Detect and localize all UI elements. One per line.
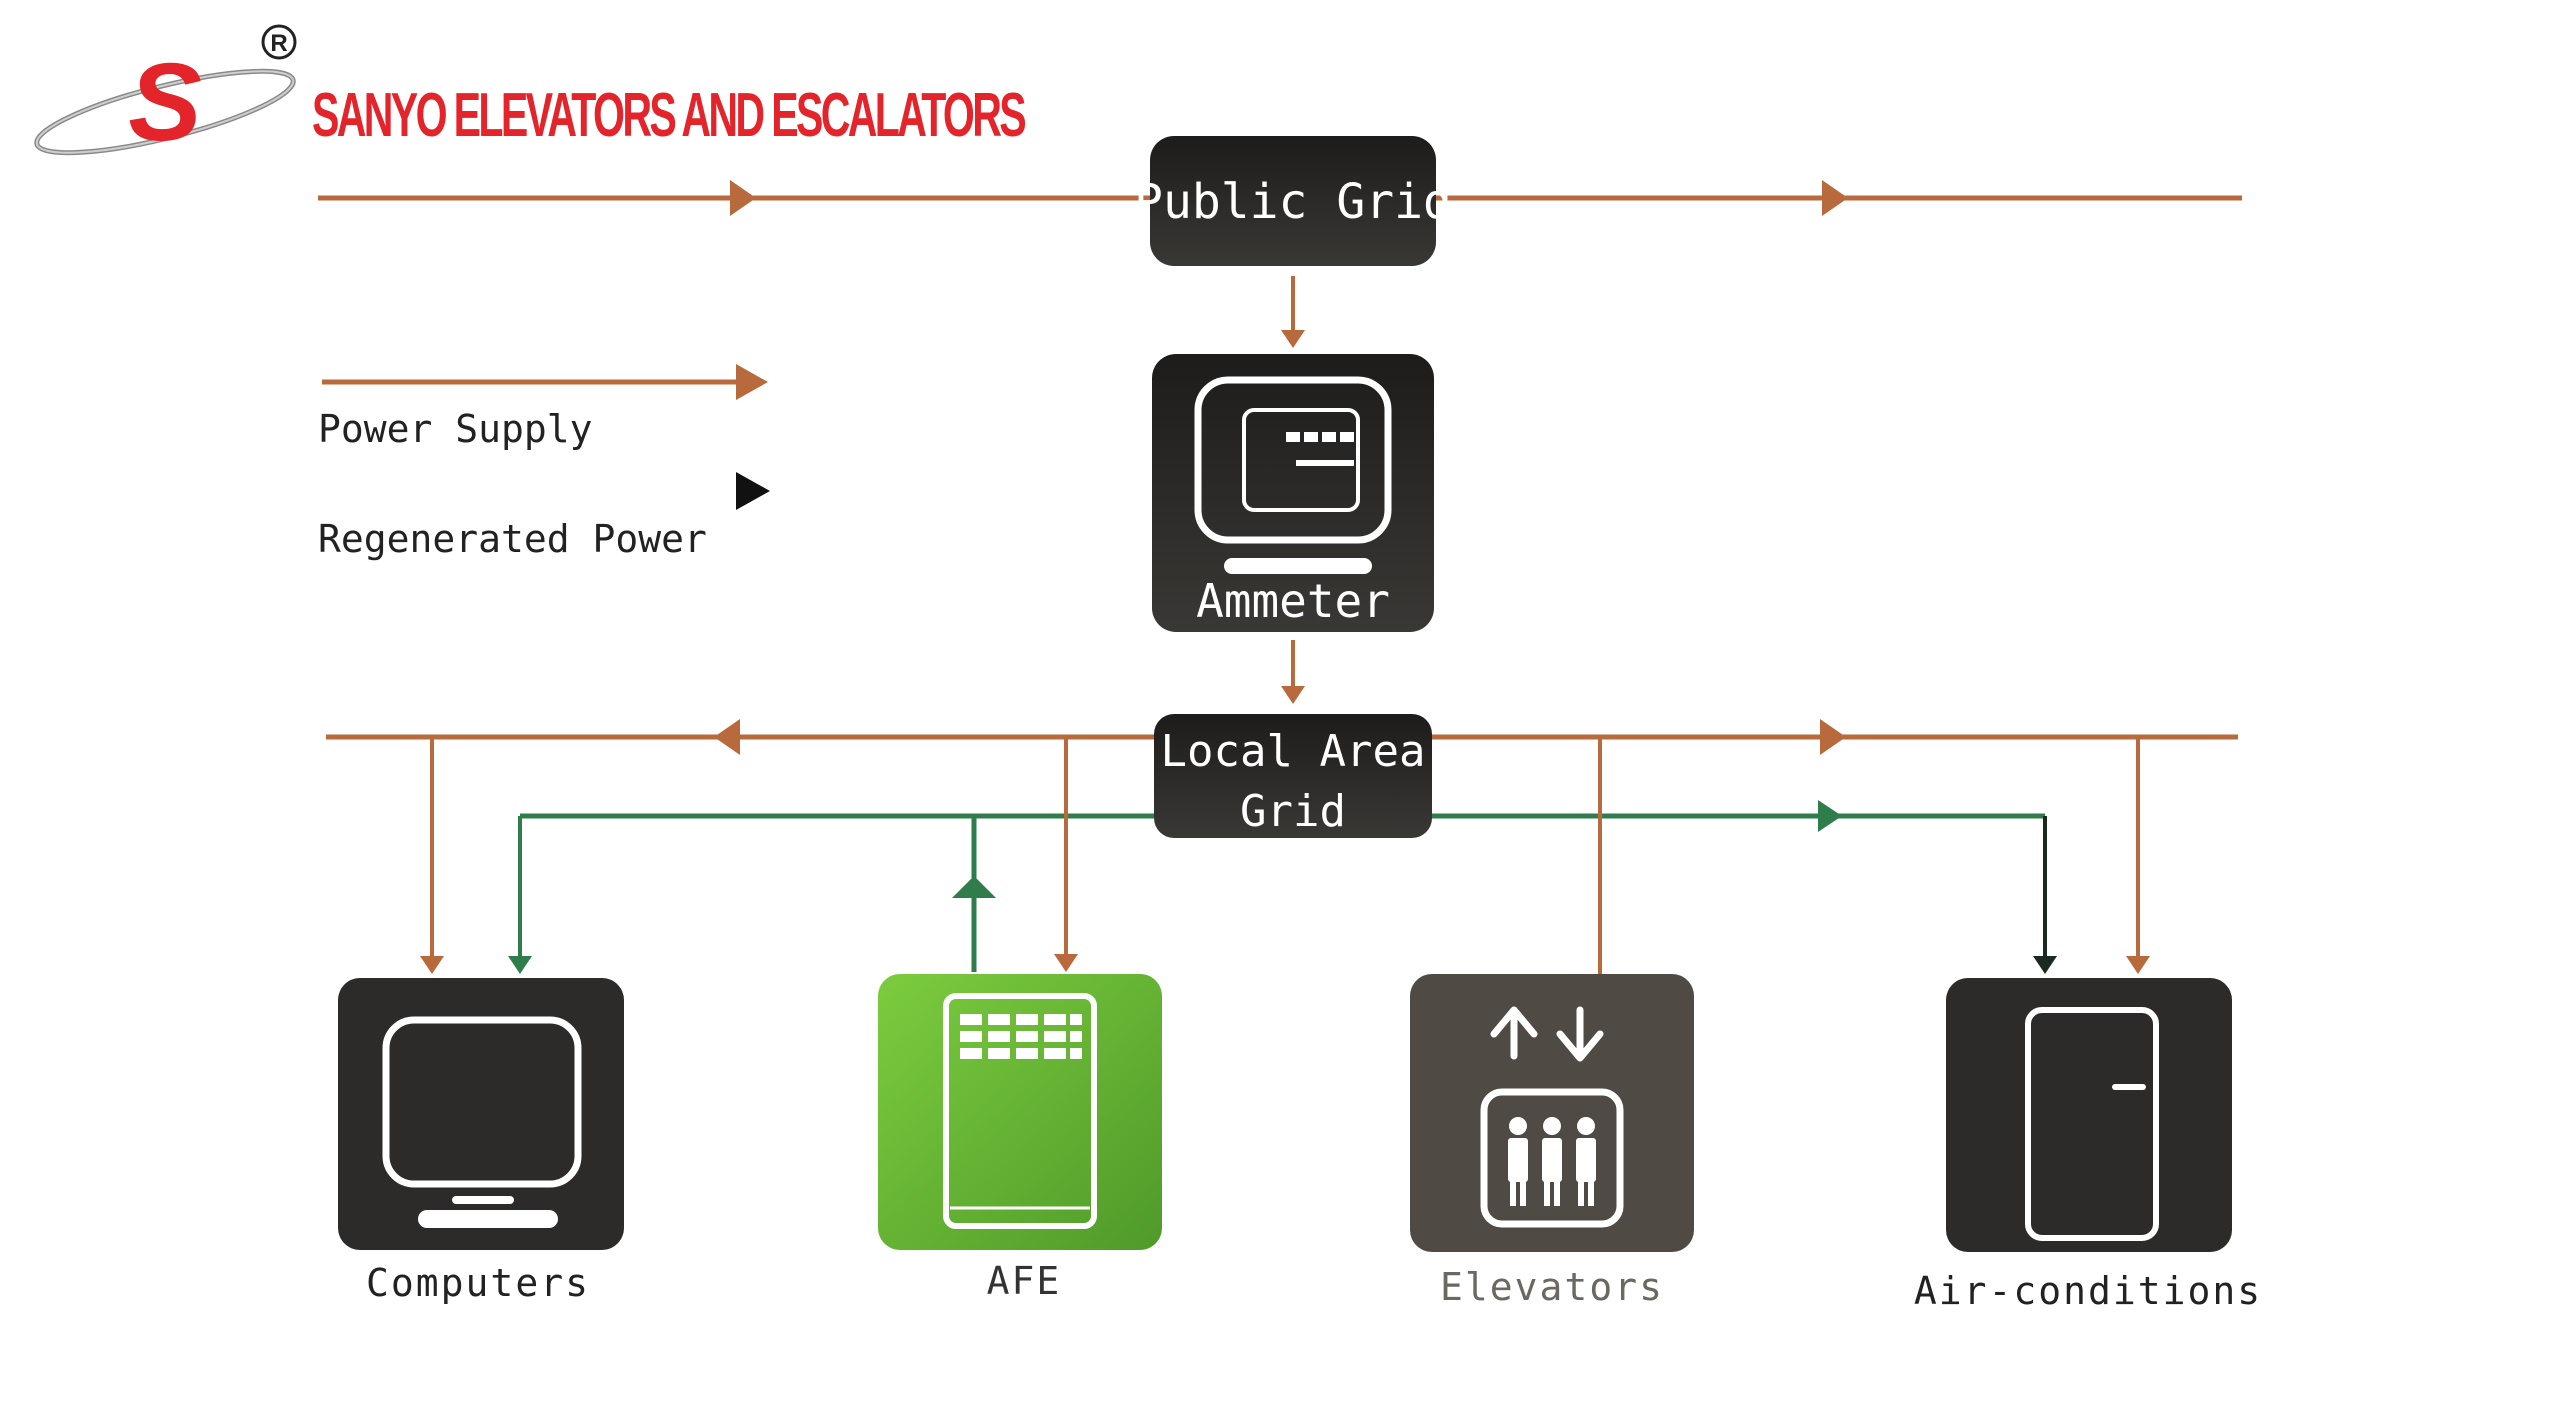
afe-supply-drop — [1054, 737, 1078, 972]
supply-arrow-right — [1822, 180, 1848, 216]
power-supply-arrow-icon — [736, 364, 768, 400]
ammeter-node: Ammeter — [1152, 354, 1434, 632]
legend: Power Supply Regenerated Power — [318, 364, 770, 561]
regen-arrow-right — [1818, 800, 1842, 832]
elevator-icon — [1480, 1006, 1624, 1228]
air-conditions-label: Air-conditions — [1914, 1269, 2262, 1313]
public-grid-supply-line — [318, 180, 2242, 216]
sanyo-logo-icon: S — [34, 41, 296, 164]
afe-device: AFE — [878, 974, 1162, 1303]
brand-logo: S R SANYO ELEVATORS AND ESCALATORS — [34, 24, 1029, 164]
bus-arrow-left — [714, 719, 740, 755]
ammeter-label: Ammeter — [1196, 574, 1390, 628]
legend-power-supply: Power Supply — [318, 364, 768, 451]
afe-label: AFE — [987, 1259, 1062, 1303]
ammeter-to-local-connector — [1281, 640, 1305, 704]
computers-supply-drop — [420, 737, 444, 974]
afe-regen-feed — [952, 816, 996, 972]
public-to-ammeter-connector — [1281, 276, 1305, 348]
local-area-grid-label-line1: Local Area — [1161, 726, 1426, 777]
local-area-grid-node: Local Area Grid — [1154, 714, 1432, 838]
registered-mark: R — [270, 30, 287, 57]
regenerated-power-arrow-icon — [736, 472, 770, 510]
logo-letter: S — [128, 41, 201, 164]
air-conditions-supply-drop — [2126, 737, 2150, 974]
legend-regenerated-power-label: Regenerated Power — [318, 517, 707, 561]
air-conditions-device: Air-conditions — [1914, 978, 2262, 1313]
elevators-device: Elevators — [1410, 974, 1694, 1309]
air-conditions-regen-drop — [2033, 816, 2057, 974]
elevators-label: Elevators — [1440, 1265, 1664, 1309]
legend-power-supply-label: Power Supply — [318, 407, 593, 451]
local-area-grid-label-line2: Grid — [1240, 786, 1346, 837]
supply-arrow-left — [730, 180, 756, 216]
ammeter-icon — [1194, 376, 1392, 574]
bus-arrow-right — [1820, 719, 1846, 755]
computers-regen-drop — [508, 816, 532, 974]
computer-icon — [382, 1016, 582, 1228]
public-grid-label: Public Grid — [1134, 174, 1452, 230]
computers-device: Computers — [338, 978, 624, 1305]
afe-cabinet-icon — [943, 993, 1097, 1229]
brand-name: SANYO ELEVATORS AND ESCALATORS — [312, 81, 1025, 150]
public-grid-node: Public Grid — [1134, 136, 1452, 266]
legend-regenerated-power: Regenerated Power — [318, 472, 770, 561]
computers-label: Computers — [366, 1261, 590, 1305]
air-conditioner-icon — [2025, 1007, 2159, 1241]
registered-mark-icon — [261, 24, 297, 60]
